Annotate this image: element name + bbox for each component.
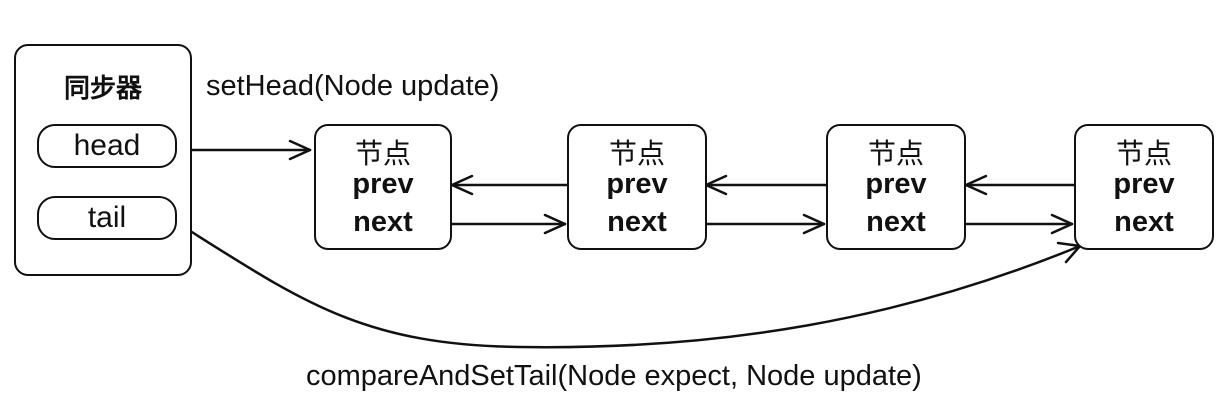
synchronizer-box: 同步器 head tail [14,44,192,276]
node-1: 节点 prev next [314,124,452,250]
node-title: 节点 [354,137,411,170]
synchronizer-title: 同步器 [63,74,142,104]
node-title: 节点 [867,137,924,170]
node-title: 节点 [608,137,665,170]
node-prev-field: prev [865,168,927,200]
node-next-field: next [353,206,413,238]
set-head-label: setHead(Node update) [206,70,500,102]
node-prev-field: prev [352,168,414,200]
tail-field: tail [37,196,177,240]
head-pointer-arrow [174,139,312,161]
node-2: 节点 prev next [567,124,707,250]
head-field: head [37,124,177,168]
compare-and-set-tail-label: compareAndSetTail(Node expect, Node upda… [306,360,922,392]
node-3: 节点 prev next [826,124,966,250]
node-prev-field: prev [606,168,668,200]
node-4: 节点 prev next [1074,124,1214,250]
node-next-field: next [607,206,667,238]
node-title: 节点 [1115,137,1172,170]
node-next-field: next [866,206,926,238]
node-prev-field: prev [1113,168,1175,200]
node-next-field: next [1114,206,1174,238]
